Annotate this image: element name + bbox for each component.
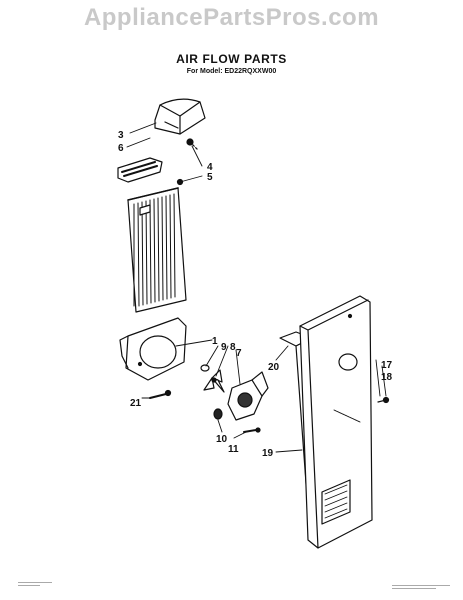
callout-4: 4	[207, 162, 213, 173]
screw-21	[149, 389, 172, 399]
screw-4	[186, 138, 199, 151]
rear-access-panel	[299, 295, 373, 549]
motor-grommet	[213, 408, 223, 420]
fan-shroud	[119, 317, 187, 381]
callout-17: 17	[381, 360, 393, 371]
callout-19: 19	[262, 448, 274, 459]
callout-8: 8	[230, 342, 236, 353]
fine-print-right	[392, 585, 452, 589]
evaporator-cover-panel	[127, 187, 187, 313]
callout-6: 6	[118, 143, 124, 154]
fan-blade	[203, 369, 225, 393]
callout-7: 7	[236, 348, 242, 359]
callout-20: 20	[268, 362, 280, 373]
watermark-text: AppliancePartsPros.com	[83, 4, 380, 31]
callout-10: 10	[216, 434, 228, 445]
screw-11	[243, 427, 261, 433]
model-subtitle: For Model: ED22RQXXW00	[186, 68, 277, 75]
air-diffuser-cap	[154, 98, 206, 135]
screw-17-18	[377, 396, 390, 404]
air-grille	[117, 157, 163, 183]
callout-3: 3	[118, 130, 124, 141]
callout-9: 9	[221, 342, 227, 353]
diagram-title: AIR FLOW PARTS	[176, 52, 287, 66]
fine-print-left	[18, 582, 58, 586]
callout-11: 11	[228, 444, 239, 455]
callout-1: 1	[212, 336, 218, 347]
fan-motor	[227, 371, 269, 421]
leader-lines	[126, 122, 387, 453]
grommet	[200, 364, 210, 372]
callout-18: 18	[381, 372, 393, 383]
callout-21: 21	[130, 398, 142, 409]
callout-5: 5	[207, 172, 213, 183]
